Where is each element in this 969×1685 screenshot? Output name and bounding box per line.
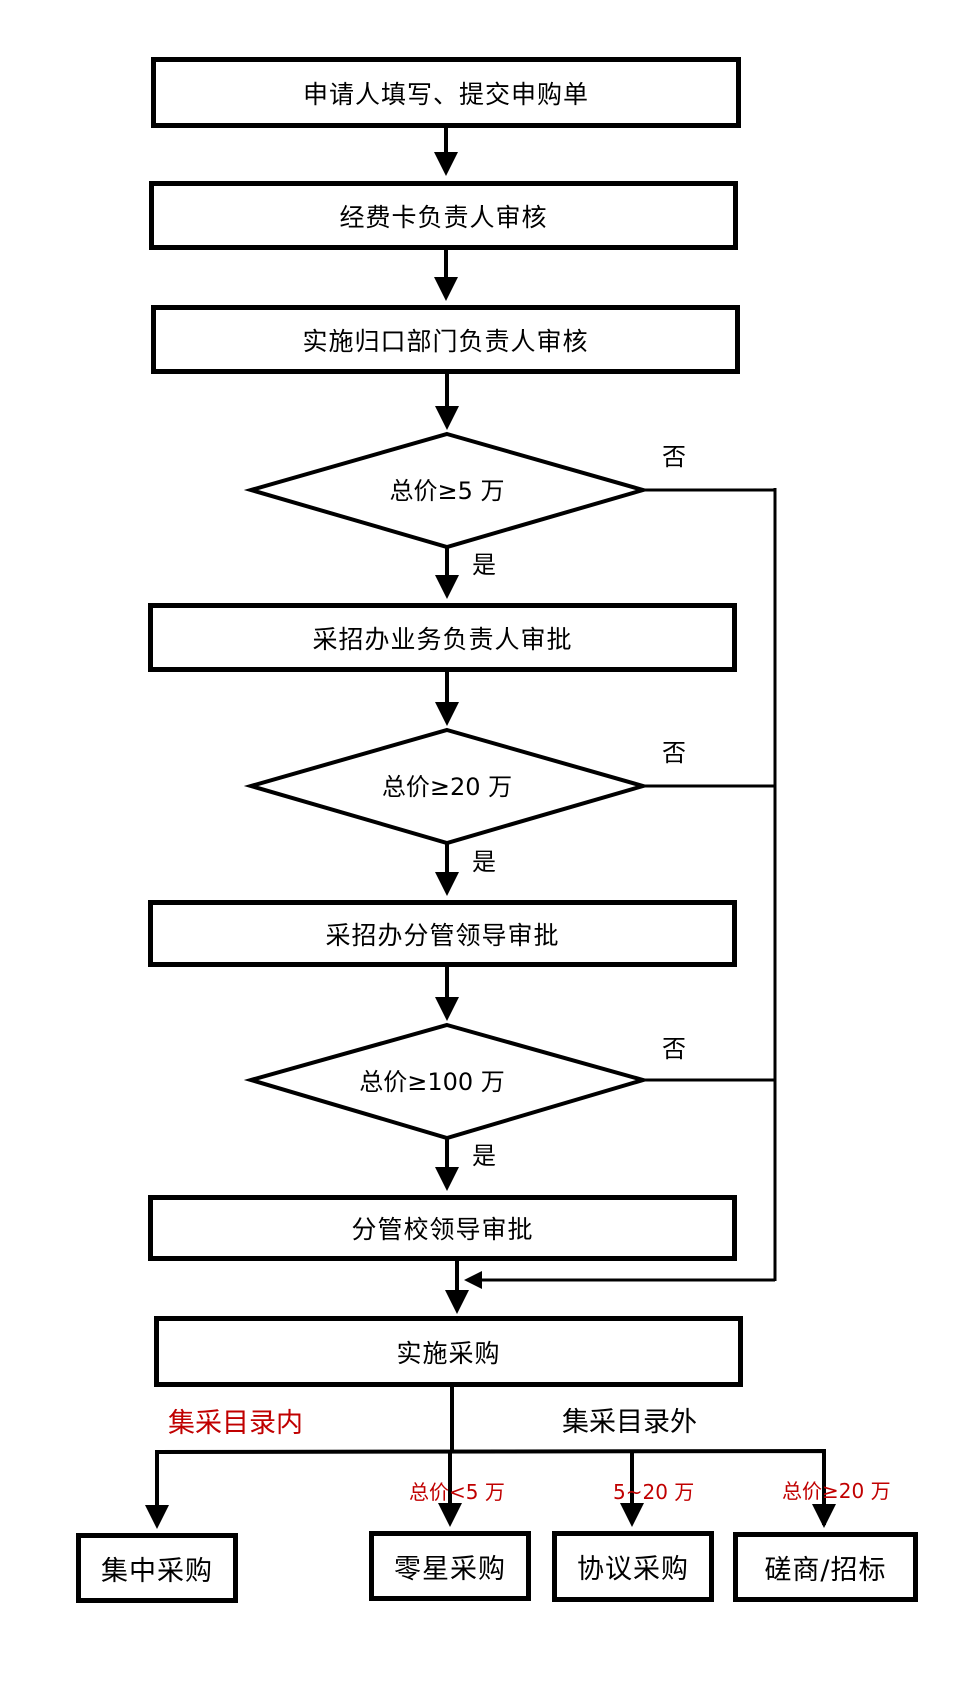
step-box-implement-procurement: 实施采购 (154, 1316, 743, 1387)
outcome-box-central: 集中采购 (76, 1533, 238, 1603)
step-label: 申请人填写、提交申购单 (302, 79, 589, 109)
yes-label-3: 是 (472, 1142, 496, 1170)
step-box-fund-review: 经费卡负责人审核 (149, 181, 738, 250)
step-label: 实施采购 (396, 1338, 501, 1368)
decision-diamond-1 (243, 431, 651, 550)
outcome-label: 磋商/招标 (764, 1554, 887, 1586)
decision-diamond-3 (243, 1022, 651, 1141)
category-outside-label: 集采目录外 (562, 1407, 697, 1438)
yes-label-1: 是 (472, 551, 496, 579)
no-label-1: 否 (662, 443, 686, 471)
step-label: 采招办业务负责人审批 (312, 624, 573, 654)
condition-label-scattered: 总价<5 万 (409, 1480, 505, 1504)
condition-label-tender: 总价≥20 万 (782, 1479, 891, 1503)
decision-label-1: 总价≥5 万 (389, 477, 505, 505)
decision-diamond-2 (243, 727, 651, 846)
outcome-box-agreement: 协议采购 (552, 1531, 714, 1602)
yes-label-2: 是 (472, 848, 496, 876)
outcome-label: 零星采购 (394, 1553, 506, 1585)
outcome-box-scattered: 零星采购 (369, 1531, 531, 1601)
step-label: 实施归口部门负责人审核 (302, 326, 589, 356)
no-label-3: 否 (662, 1035, 686, 1063)
category-inside-label: 集采目录内 (168, 1408, 303, 1439)
step-label: 分管校领导审批 (351, 1215, 534, 1244)
decision-label-3: 总价≥100 万 (359, 1068, 505, 1096)
step-box-leader-approval: 采招办分管领导审批 (148, 900, 737, 967)
decision-label-2: 总价≥20 万 (381, 773, 513, 801)
outcome-label: 协议采购 (577, 1554, 689, 1585)
step-box-dept-review: 实施归口部门负责人审核 (151, 305, 740, 374)
outcome-label: 集中采购 (101, 1555, 213, 1587)
step-label: 经费卡负责人审核 (339, 202, 548, 232)
step-box-submit-request: 申请人填写、提交申购单 (151, 57, 741, 128)
outcome-box-tender: 磋商/招标 (733, 1532, 918, 1602)
condition-label-agreement: 5~20 万 (613, 1480, 695, 1504)
step-box-business-approval: 采招办业务负责人审批 (148, 603, 737, 672)
step-label: 采招办分管领导审批 (325, 920, 560, 950)
step-box-school-leader-approval: 分管校领导审批 (148, 1195, 737, 1261)
no-label-2: 否 (662, 739, 686, 767)
